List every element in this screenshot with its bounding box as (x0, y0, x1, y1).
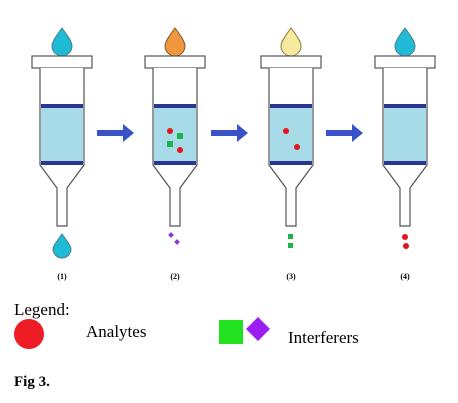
column-step-2: (2) (144, 27, 206, 281)
top-drop-icon (280, 27, 302, 57)
interferer-square-legend-icon (219, 320, 243, 344)
bed-particles (283, 128, 300, 150)
eluted-particles (168, 232, 180, 245)
eluted-drops (52, 233, 72, 259)
eluted-analyte (402, 234, 408, 240)
analytes-label: Analytes (86, 322, 147, 341)
arrow-2-to-3 (211, 124, 248, 142)
eluted-square (288, 234, 293, 239)
legend (14, 317, 270, 349)
spe-column (144, 55, 206, 227)
figure-caption: Fig 3. (14, 374, 50, 390)
step-label: (3) (286, 272, 296, 281)
eluted-diamond (174, 239, 180, 245)
column-step-1: (1) (31, 27, 93, 281)
analyte-particle (167, 128, 173, 134)
column-step-4: (4) (374, 27, 436, 281)
column-step-3: (3) (260, 27, 322, 281)
analyte-particle (294, 144, 300, 150)
analyte-particle (177, 147, 183, 153)
step-label: (4) (400, 272, 410, 281)
step-label: (2) (170, 272, 180, 281)
eluted-particles (402, 234, 409, 249)
interferer-diamond-legend-icon (246, 317, 270, 341)
interferers-label: Interferers (288, 328, 359, 347)
eluted-analyte (403, 243, 409, 249)
top-drop-icon (51, 27, 73, 57)
bed-particles (167, 128, 183, 153)
step-label: (1) (57, 272, 67, 281)
top-drop-icon (164, 27, 186, 57)
arrow-3-to-4 (326, 124, 363, 142)
spe-process-diagram: (1) (2) (3) (31, 27, 436, 281)
spe-column (374, 55, 436, 227)
spe-column (260, 55, 322, 227)
legend-title: Legend: (14, 300, 70, 319)
spe-column (31, 55, 93, 227)
eluted-square (288, 243, 293, 248)
eluted-drop-icon (52, 233, 72, 259)
analyte-particle (283, 128, 289, 134)
eluted-diamond (168, 232, 174, 238)
analyte-legend-icon (14, 319, 44, 349)
top-drop-icon (394, 27, 416, 57)
interferer-particle (177, 133, 183, 139)
interferer-particle (167, 141, 173, 147)
arrow-1-to-2 (97, 124, 134, 142)
eluted-particles (288, 234, 293, 248)
